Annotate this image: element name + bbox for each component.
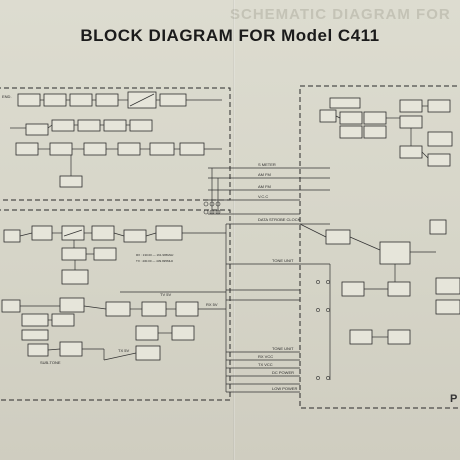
tx-chain-row-4 xyxy=(21,313,195,341)
page-fold xyxy=(233,0,235,460)
rx-detector-chain xyxy=(15,142,222,188)
label-data-strobe-clock: DATA STROBE CLOCK xyxy=(258,217,301,222)
tx-unit-border xyxy=(0,209,231,401)
control-cpu-cluster xyxy=(299,219,460,345)
control-unit-border xyxy=(299,85,460,409)
label-rx-vcc: RX VCC xyxy=(258,354,273,359)
tx-chain-row-3 xyxy=(1,291,226,317)
label-tx-vcc: TX VCC xyxy=(258,362,273,367)
label-tv-5v: TV 5V xyxy=(160,292,171,297)
tx-chain-row-1 xyxy=(3,225,226,243)
interconnect-bus xyxy=(203,167,330,393)
rx-front-end-chain xyxy=(17,91,222,109)
label-tx-5v: TX 5V xyxy=(118,348,129,353)
label-low-power: LOW POWER xyxy=(272,386,297,391)
label-dc-power: DC POWER xyxy=(272,370,294,375)
label-tone-unit-1: TONE UNIT xyxy=(272,258,294,263)
label-vcc: V.C.C xyxy=(258,194,268,199)
ghost-title-bleedthrough: SCHEMATIC DIAGRAM FOR xyxy=(230,6,451,23)
label-tone-unit-2: TONE UNIT xyxy=(272,346,294,351)
rx-unit-border xyxy=(0,87,231,201)
page-title: BLOCK DIAGRAM FOR Model C411 xyxy=(80,26,380,45)
vco-note: RX : 130.00 — 161.995MHz TX : 430.00 — 4… xyxy=(136,253,174,263)
vco-note-tx: TX : 430.00 — 439.995MHz xyxy=(136,259,174,263)
label-rx-5v: RX 5V xyxy=(206,302,218,307)
label-sub-tone: SUB-TONE xyxy=(40,360,61,365)
page-corner-letter: P xyxy=(450,393,457,405)
label-end: END. xyxy=(2,94,12,99)
label-am-fm-2: AM FM xyxy=(258,184,271,189)
label-am-fm-1: AM FM xyxy=(258,172,271,177)
tx-chain-row-5 xyxy=(27,341,161,361)
rx-if-chain xyxy=(10,119,153,136)
tx-chain-row-2 xyxy=(61,240,117,285)
label-s-meter: S METER xyxy=(258,162,276,167)
vco-note-rx: RX : 130.00 — 161.995MHz xyxy=(136,253,174,257)
switch-contacts xyxy=(300,263,331,380)
control-upper-cluster xyxy=(319,97,453,167)
